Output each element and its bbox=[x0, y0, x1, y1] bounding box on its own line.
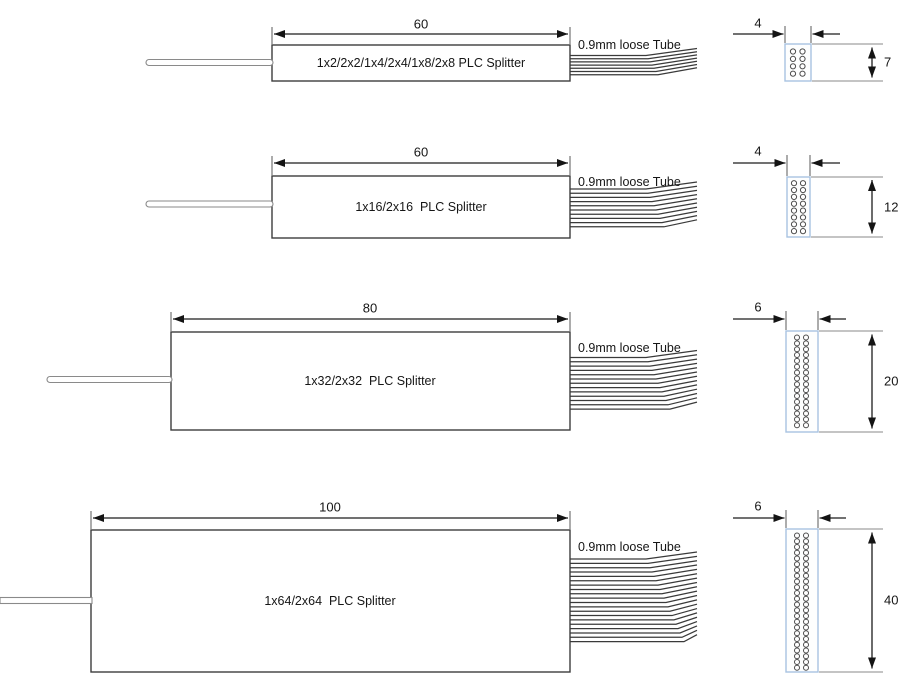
splitter-body bbox=[271, 44, 571, 82]
output-fibers bbox=[570, 47, 698, 76]
end-width-dim-text: 4 bbox=[754, 143, 762, 159]
splitter-row-1-side-view bbox=[145, 27, 698, 82]
output-fibers bbox=[570, 551, 698, 643]
splitter-row-1-end-view bbox=[733, 26, 883, 82]
splitter-body bbox=[271, 175, 571, 239]
fiber-array-end-face bbox=[784, 43, 812, 82]
length-dim-text: 100 bbox=[319, 499, 341, 515]
end-height-dim-text: 12 bbox=[884, 199, 899, 215]
end-height-dim-text: 40 bbox=[884, 592, 899, 608]
splitter-body-label: 1x2/2x2/1x4/2x4/1x8/2x8 PLC Splitter bbox=[316, 55, 526, 70]
fiber-holes bbox=[794, 532, 809, 671]
length-dim-text: 60 bbox=[413, 16, 429, 32]
fiber-holes bbox=[790, 180, 807, 235]
loose-tube-label: 0.9mm loose Tube bbox=[578, 37, 681, 52]
end-width-dim-text: 6 bbox=[754, 498, 762, 514]
splitter-row-2-end-view bbox=[733, 155, 883, 238]
end-width-dim-text: 6 bbox=[754, 299, 762, 315]
fiber-array-end-face bbox=[785, 330, 819, 433]
end-width-dim-text: 4 bbox=[754, 15, 762, 31]
length-dim-text: 80 bbox=[362, 300, 378, 316]
fiber-holes bbox=[794, 334, 809, 429]
splitter-body bbox=[170, 331, 571, 431]
splitter-row-3-end-view bbox=[733, 311, 883, 433]
loose-tube-label: 0.9mm loose Tube bbox=[578, 174, 681, 189]
splitter-row-4-end-view bbox=[733, 510, 883, 673]
input-fiber bbox=[145, 58, 274, 67]
splitter-row-3-side-view bbox=[46, 312, 698, 431]
length-dim-text: 60 bbox=[413, 144, 429, 160]
loose-tube-label: 0.9mm loose Tube bbox=[578, 340, 681, 355]
end-height-dim-text: 20 bbox=[884, 373, 899, 389]
splitter-row-2-side-view bbox=[145, 156, 698, 239]
input-fiber bbox=[145, 200, 274, 208]
input-fiber bbox=[46, 375, 173, 384]
output-fibers bbox=[570, 181, 698, 228]
splitter-row-4-side-view bbox=[0, 511, 698, 673]
output-fibers bbox=[570, 349, 698, 410]
fiber-array-end-face bbox=[785, 528, 819, 673]
splitter-body-label: 1x16/2x16 PLC Splitter bbox=[355, 199, 487, 214]
splitter-body-label: 1x64/2x64 PLC Splitter bbox=[264, 593, 396, 608]
fiber-holes bbox=[789, 48, 806, 77]
input-fiber bbox=[0, 596, 93, 605]
splitter-body-label: 1x32/2x32 PLC Splitter bbox=[304, 373, 436, 388]
end-height-dim-text: 7 bbox=[884, 54, 892, 70]
fiber-array-end-face bbox=[786, 176, 811, 238]
loose-tube-label: 0.9mm loose Tube bbox=[578, 539, 681, 554]
